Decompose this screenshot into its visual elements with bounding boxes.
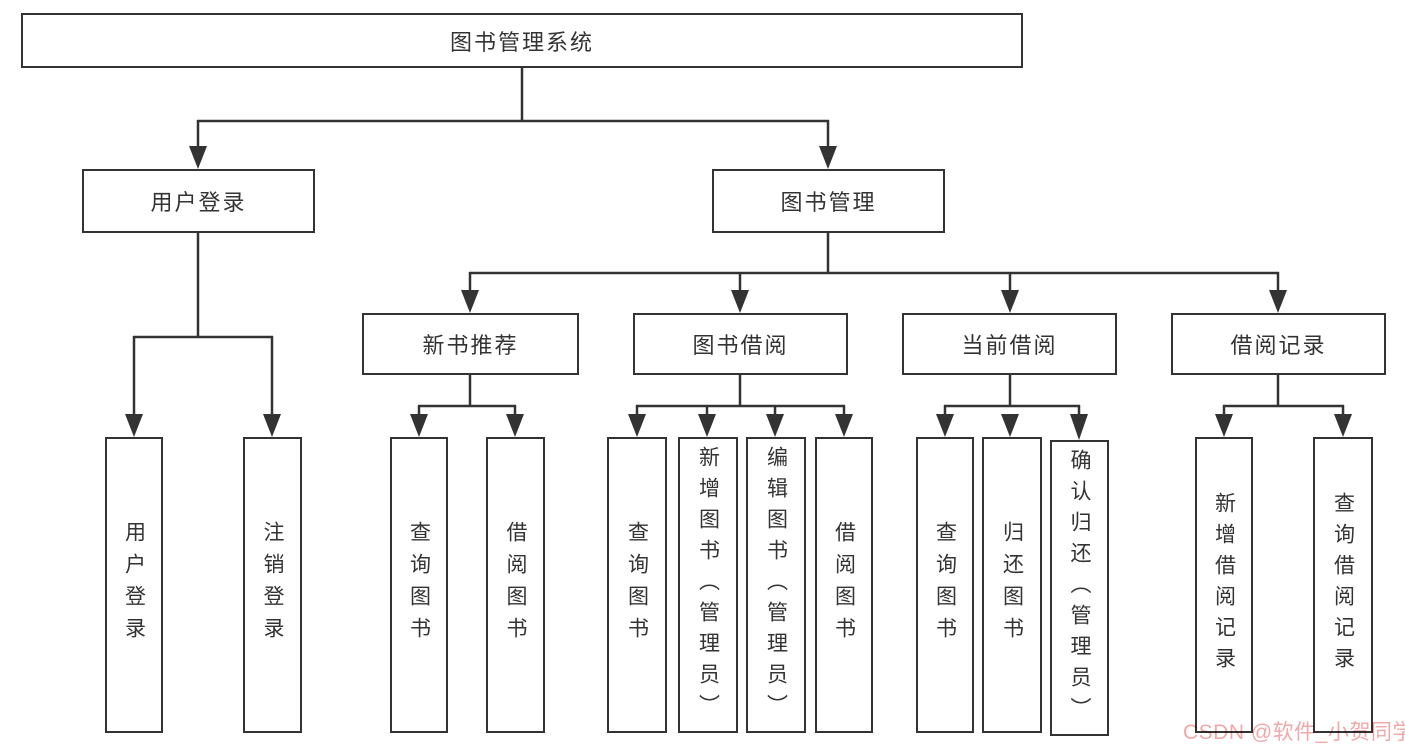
node-label: 查询借阅记录 bbox=[1331, 492, 1355, 678]
node-label: 注销登录 bbox=[261, 521, 284, 649]
node-book-borrow: 图书借阅 bbox=[633, 313, 848, 375]
node-label: 编辑图书（管理员） bbox=[764, 445, 788, 725]
node-label: 借阅图书 bbox=[832, 521, 856, 649]
node-book-management: 图书管理 bbox=[712, 169, 945, 233]
node-label: 确认归还（管理员） bbox=[1068, 448, 1091, 728]
node-new-book-recommend: 新书推荐 bbox=[362, 313, 579, 375]
node-label: 新增图书（管理员） bbox=[696, 445, 720, 725]
node-label: 查询图书 bbox=[625, 521, 649, 649]
node-label: 用户登录 bbox=[150, 190, 247, 215]
leaf-logout: 注销登录 bbox=[243, 437, 302, 733]
node-label: 图书管理 bbox=[780, 190, 877, 215]
leaf-query-borrow-record: 查询借阅记录 bbox=[1313, 437, 1373, 733]
node-user-login-group: 用户登录 bbox=[82, 169, 315, 233]
leaf-add-books-admin: 新增图书（管理员） bbox=[678, 437, 738, 733]
leaf-query-books-2: 查询图书 bbox=[607, 437, 667, 733]
leaf-return-books: 归还图书 bbox=[982, 437, 1042, 733]
leaf-confirm-return-admin: 确认归还（管理员） bbox=[1050, 440, 1109, 736]
node-label: 新增借阅记录 bbox=[1212, 492, 1236, 678]
node-label: 当前借阅 bbox=[961, 333, 1058, 358]
node-label: 借阅图书 bbox=[504, 521, 527, 649]
node-label: 用户登录 bbox=[122, 521, 146, 649]
node-label: 查询图书 bbox=[933, 521, 957, 649]
leaf-user-login: 用户登录 bbox=[105, 437, 163, 733]
node-label: 图书借阅 bbox=[692, 333, 789, 358]
leaf-add-borrow-record: 新增借阅记录 bbox=[1195, 437, 1253, 733]
node-label: 借阅记录 bbox=[1230, 333, 1327, 358]
node-current-borrow: 当前借阅 bbox=[902, 313, 1117, 375]
leaf-edit-books-admin: 编辑图书（管理员） bbox=[746, 437, 806, 733]
leaf-query-books-3: 查询图书 bbox=[916, 437, 974, 733]
node-system-root: 图书管理系统 bbox=[21, 13, 1023, 68]
node-label: 归还图书 bbox=[1000, 521, 1024, 649]
leaf-query-books-1: 查询图书 bbox=[390, 437, 448, 733]
csdn-watermark: CSDN @软件_小贺同学 bbox=[1183, 721, 1405, 744]
node-label: 图书管理系统 bbox=[449, 29, 594, 55]
node-label: 查询图书 bbox=[407, 521, 431, 649]
leaf-borrow-books-2: 借阅图书 bbox=[815, 437, 873, 733]
node-borrow-records: 借阅记录 bbox=[1171, 313, 1386, 375]
arrowheads bbox=[125, 146, 1352, 440]
leaf-borrow-books-1: 借阅图书 bbox=[486, 437, 545, 733]
node-label: 新书推荐 bbox=[422, 333, 519, 358]
